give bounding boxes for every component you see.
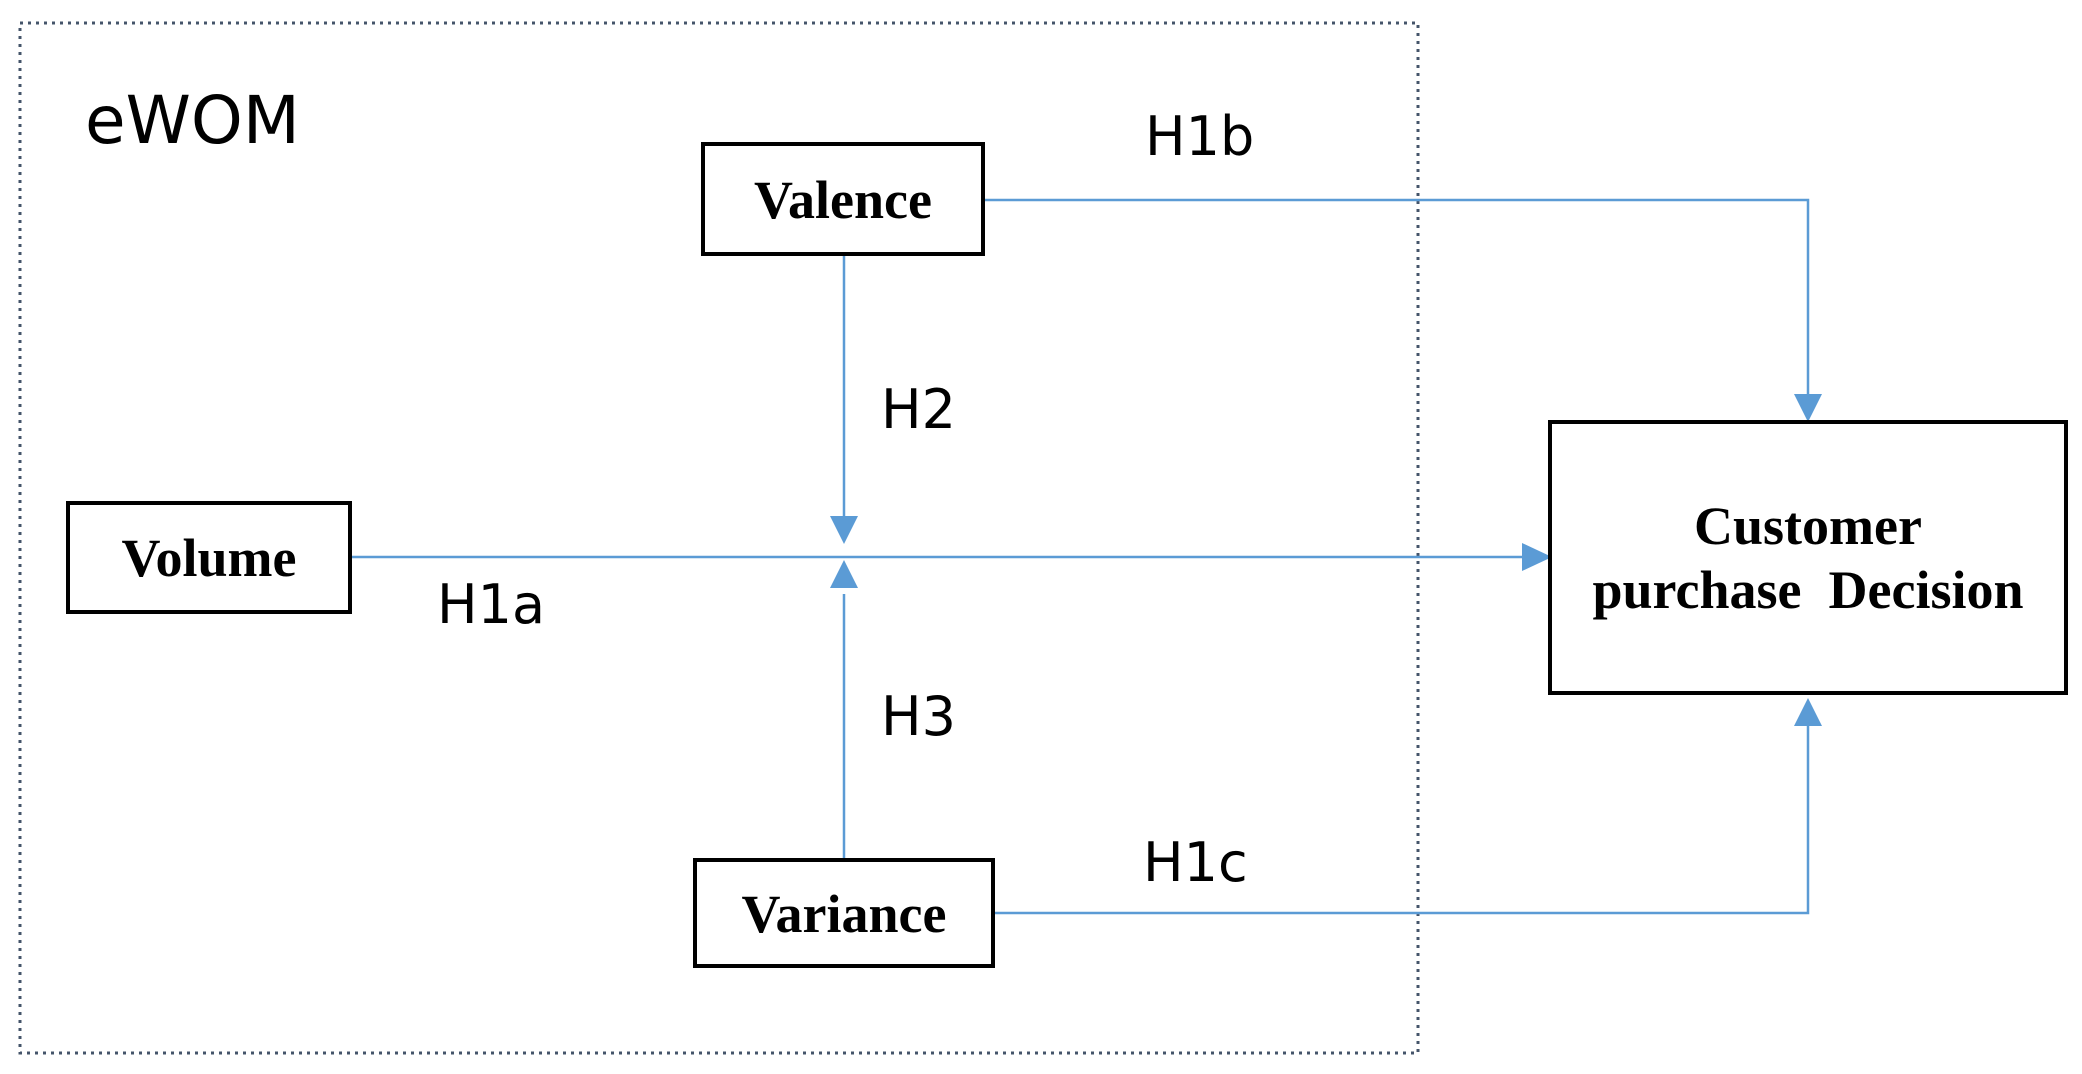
valence-moderation-arrowhead (830, 516, 858, 544)
valence-box (701, 142, 985, 256)
volume-box (66, 501, 352, 614)
volume-label: Volume (121, 528, 296, 588)
volume-node: Volume (66, 501, 352, 614)
ewom-group-label: eWOM (85, 82, 300, 159)
variance-to-decision-arrow (993, 722, 1810, 915)
h1c-label: H1c (1143, 831, 1248, 894)
connectors (350, 198, 1822, 915)
variance-to-decision-arrowhead (1794, 698, 1822, 726)
valence-to-decision-arrowhead (1794, 394, 1822, 422)
valence-label: Valence (754, 170, 932, 230)
variance-label: Variance (742, 884, 947, 944)
decision-label-line2: purchase Decision (1592, 560, 2023, 620)
h3-label: H3 (881, 685, 956, 748)
decision-label-line1: Customer (1694, 496, 1922, 556)
h2-label: H2 (881, 378, 956, 441)
decision-box (1548, 420, 2068, 695)
ewom-group-border (18, 21, 1420, 1055)
customer-purchase-decision-node: Customer purchase Decision (1548, 420, 2068, 695)
valence-to-decision-arrow (983, 198, 1810, 398)
variance-node: Variance (693, 858, 995, 968)
volume-to-decision-arrowhead (1522, 543, 1552, 571)
h1a-label: H1a (437, 573, 545, 636)
variance-moderation-arrowhead (830, 560, 858, 588)
variance-box (693, 858, 995, 968)
h1b-label: H1b (1145, 105, 1254, 168)
valence-node: Valence (701, 142, 985, 256)
